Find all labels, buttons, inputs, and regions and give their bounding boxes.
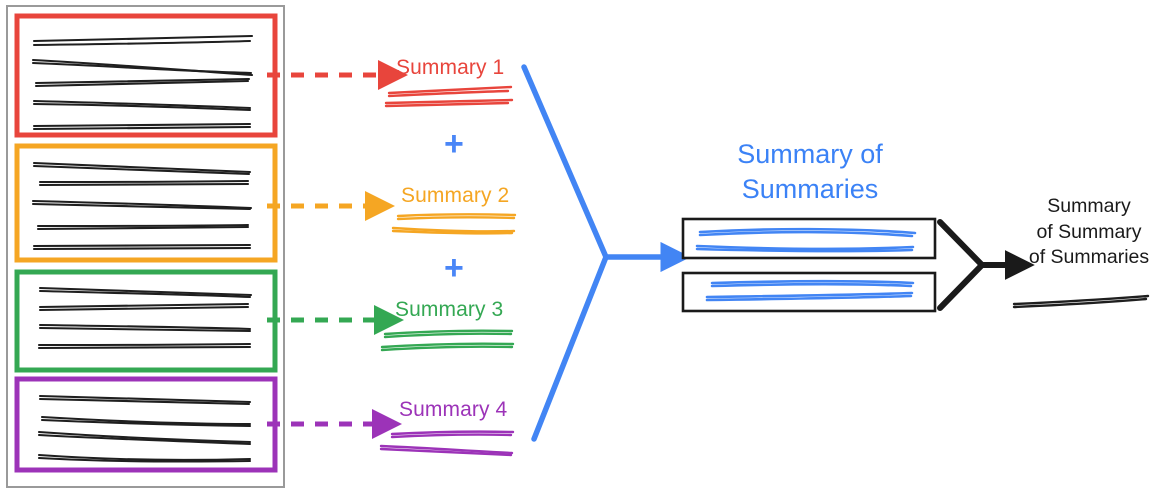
sos-box-2-lines <box>705 279 915 302</box>
summary-1-lines <box>384 85 514 108</box>
final-title-line-2: of Summary <box>1036 220 1142 243</box>
final-title-line-1: Summary <box>1047 195 1131 217</box>
merge-arrow-summaries <box>521 64 691 442</box>
summary-of-summaries-title: Summary of Summaries <box>704 137 916 206</box>
summary-3-lines <box>380 329 515 352</box>
sos-title-line-2: Summaries <box>741 173 879 204</box>
plus-operator-2: + <box>444 249 464 287</box>
summary-4-lines <box>379 430 515 457</box>
sos-box-1[interactable] <box>681 217 937 260</box>
summary-4-label: Summary 4 <box>399 398 508 421</box>
sos-box-1-lines <box>695 227 917 253</box>
summary-2-label: Summary 2 <box>401 184 510 207</box>
summary-1-label: Summary 1 <box>396 56 505 79</box>
sos-title-line-1: Summary of <box>737 139 883 169</box>
merge-arrow-final <box>937 219 1035 311</box>
summary-2-lines <box>391 213 517 235</box>
source-group-4[interactable] <box>14 376 278 473</box>
group-3-text-lines <box>37 286 253 350</box>
source-group-1[interactable] <box>14 13 278 138</box>
source-panel-frame <box>6 5 285 488</box>
source-group-2[interactable] <box>14 143 278 263</box>
plus-operator-1: + <box>444 125 464 163</box>
final-summary-title: Summary of Summary of Summaries <box>1014 194 1164 271</box>
source-group-3[interactable] <box>14 269 278 373</box>
final-title-line-3: of Summaries <box>1028 246 1150 269</box>
group-2-text-lines <box>31 161 253 251</box>
sos-box-2[interactable] <box>681 271 937 313</box>
final-summary-line <box>1012 294 1150 309</box>
summary-3-label: Summary 3 <box>395 298 504 321</box>
group-1-text-lines <box>31 34 254 131</box>
group-4-text-lines <box>37 394 252 463</box>
